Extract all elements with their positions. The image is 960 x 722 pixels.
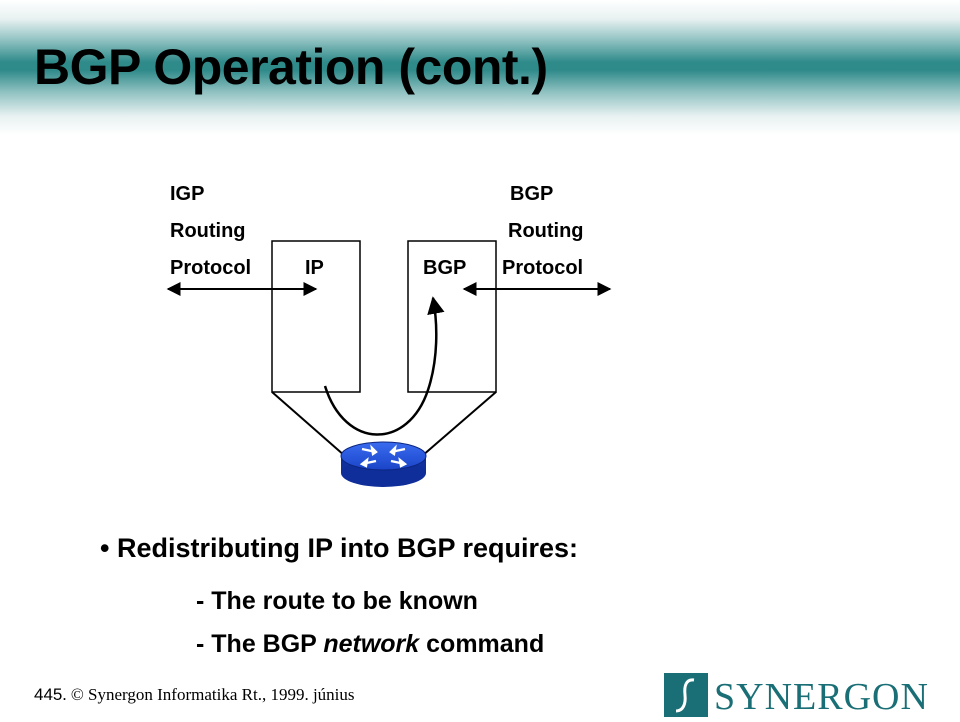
ip-box-connector bbox=[271, 391, 346, 457]
synergon-logo-text: SYNERGON bbox=[714, 676, 929, 718]
header-band bbox=[0, 0, 960, 135]
left-label-line-1: IGP bbox=[170, 183, 205, 205]
sub-item-network-command: - The BGP network command bbox=[196, 630, 544, 659]
left-label-line-2: Routing bbox=[170, 220, 246, 242]
bgp-box-label: BGP bbox=[423, 257, 467, 279]
page-number: 445 bbox=[34, 685, 63, 704]
footer-copyright: 445. © Synergon Informatika Rt., 1999. j… bbox=[34, 685, 355, 705]
item2-suffix: command bbox=[419, 630, 545, 658]
bgp-box-connector bbox=[421, 391, 497, 457]
right-label-line-3: Protocol bbox=[502, 257, 584, 279]
bullet-text: Redistributing IP into BGP requires: bbox=[116, 533, 579, 563]
synergon-logo-mark-icon bbox=[664, 673, 708, 717]
ip-box-label: IP bbox=[305, 257, 324, 279]
item2-emphasis: network bbox=[323, 630, 420, 658]
right-label-line-1: BGP bbox=[510, 183, 554, 205]
sub-item-route-known: - The route to be known bbox=[196, 587, 478, 615]
bullet-line: • Redistributing IP into BGP requires: bbox=[100, 533, 578, 564]
item2-prefix: - The BGP bbox=[196, 630, 324, 658]
copyright-text: . © Synergon Informatika Rt., 1999. júni… bbox=[62, 685, 355, 704]
router-icon bbox=[340, 441, 427, 487]
bullet-glyph: • bbox=[100, 533, 117, 563]
synergon-logo: SYNERGON bbox=[664, 673, 946, 718]
slide-title: BGP Operation (cont.) bbox=[34, 39, 548, 95]
bgp-box bbox=[407, 240, 497, 393]
igp-routing-protocol-label: IGP Routing Protocol bbox=[170, 176, 251, 287]
redistribution-arrow bbox=[323, 296, 445, 436]
ip-box bbox=[271, 240, 361, 393]
left-label-line-3: Protocol bbox=[170, 257, 252, 279]
bgp-routing-protocol-label: BGP Routing Protocol bbox=[502, 176, 584, 287]
right-label-line-2: Routing bbox=[508, 220, 584, 242]
